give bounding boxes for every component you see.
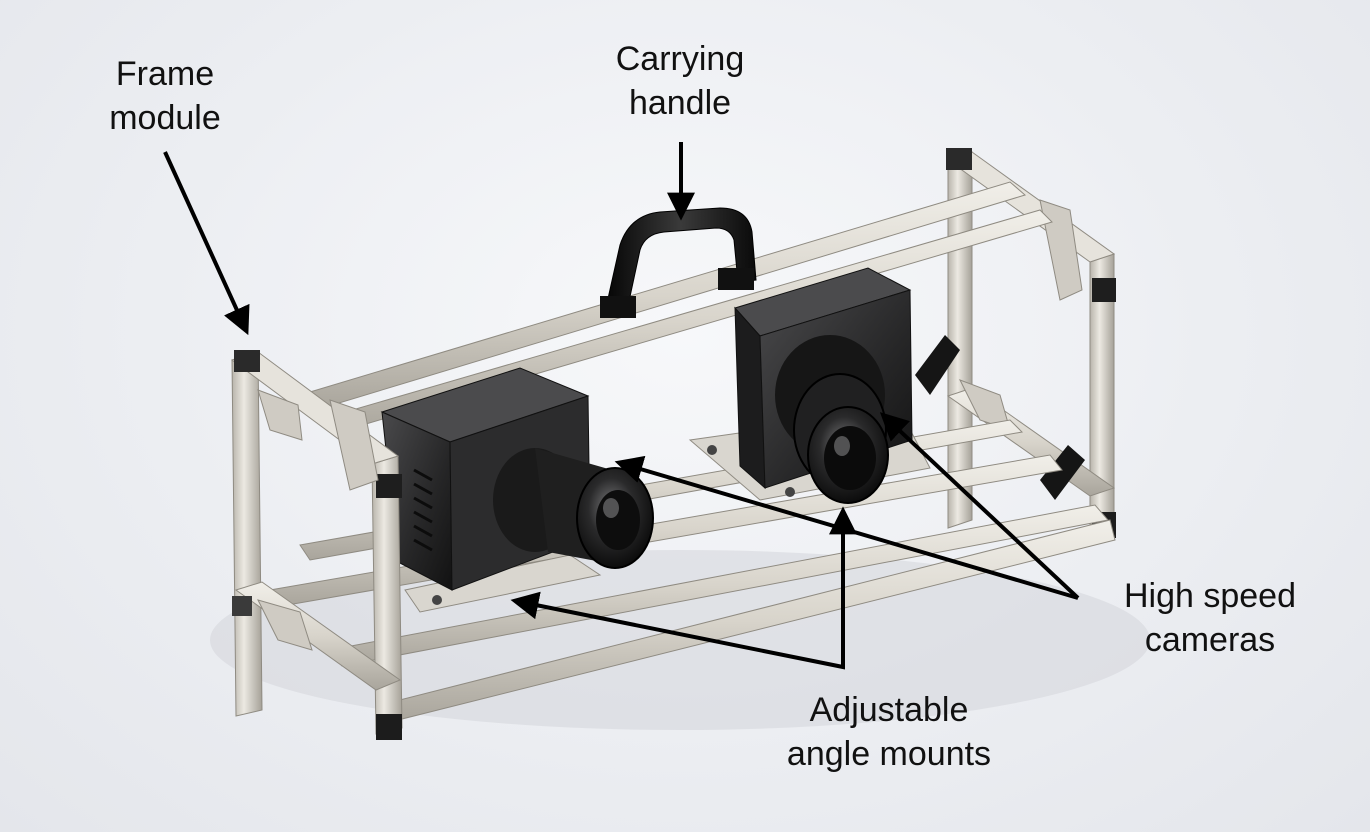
carrying-handle-shape: [600, 207, 757, 318]
front-frame-module: [230, 350, 403, 740]
label-adjustable-angle-mounts-line2: angle mounts: [786, 735, 992, 773]
arrow-frame-module: [163, 151, 250, 336]
label-high-speed-cameras: High speed cameras: [1100, 574, 1320, 662]
label-high-speed-cameras-line1: High speed: [1123, 577, 1296, 615]
label-high-speed-cameras-line2: cameras: [1144, 621, 1276, 659]
right-high-speed-camera: [734, 267, 913, 504]
label-carrying-handle-line2: handle: [628, 84, 732, 122]
callout-arrows: [163, 142, 1080, 670]
label-adjustable-angle-mounts-line1: Adjustable: [809, 691, 969, 729]
label-frame-module: Frame module: [98, 52, 232, 140]
label-carrying-handle-line1: Carrying: [615, 40, 745, 78]
label-frame-module-line2: module: [109, 99, 221, 137]
arrow-camera-right: [879, 412, 1080, 600]
left-high-speed-camera: [380, 367, 654, 591]
label-frame-module-line1: Frame: [115, 55, 215, 93]
label-carrying-handle: Carrying handle: [590, 37, 770, 125]
label-adjustable-angle-mounts: Adjustable angle mounts: [758, 688, 1020, 776]
